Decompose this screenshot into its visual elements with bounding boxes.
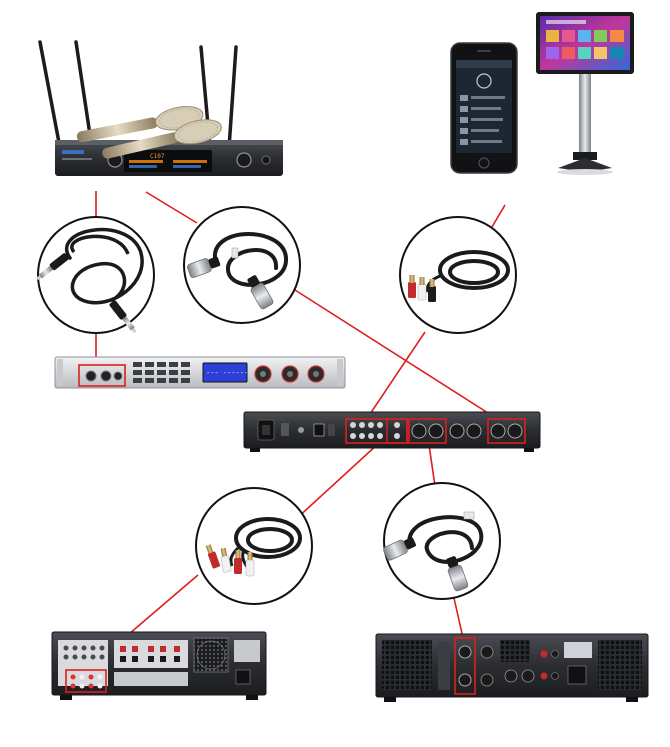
wireless-mic-receiver-icon: C107 (38, 40, 283, 176)
karaoke-effect-processor-icon: --- ------ (54, 356, 346, 389)
quarter-inch-jack-cable-icon (36, 216, 155, 334)
power-amplifier-rear-panel-icon (375, 633, 649, 702)
rca-dual-cable-icon (195, 487, 313, 605)
receiver-display-code: C107 (150, 153, 165, 160)
xlr-cable-icon-power-amp (383, 482, 501, 600)
rca-stereo-cable-icon (399, 216, 517, 334)
karaoke-touchscreen-stand-icon (536, 12, 634, 175)
mixer-rear-panel-icon (243, 411, 541, 452)
link-xlr-to-mixer (294, 289, 500, 421)
av-amplifier-rear-panel-icon (51, 631, 267, 700)
link-xlr2-to-power-amp (453, 597, 464, 639)
xlr-cable-icon (183, 206, 301, 324)
processor-lcd: --- ------ (206, 369, 248, 377)
smartphone-icon (450, 42, 518, 174)
link-rca-to-mixer (365, 331, 426, 421)
link-receiver-to-xlr (145, 191, 198, 224)
